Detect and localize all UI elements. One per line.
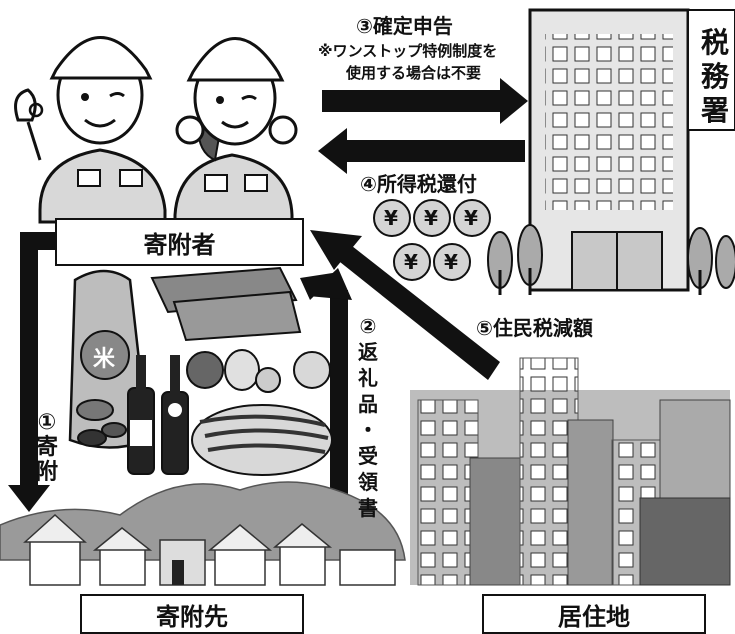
step3-label: ③確定申告 — [356, 14, 453, 38]
recipient-label: 寄附先 — [156, 602, 228, 631]
step3-note-line2: 使用する場合は不要 — [346, 64, 482, 82]
arrow-step3 — [322, 78, 528, 124]
rice-label: 米 — [93, 347, 116, 372]
return-gifts-illustration — [68, 266, 333, 476]
arrow-step2 — [300, 268, 352, 512]
yen-coins — [373, 199, 491, 281]
donor-label: 寄附者 — [143, 230, 216, 259]
residence-box: 居住地 — [482, 594, 706, 634]
yen-coin-label: ¥ — [424, 206, 438, 230]
arrow-step1 — [8, 232, 60, 512]
arrow-step4 — [318, 128, 525, 174]
arrow-step5 — [310, 230, 500, 380]
tax-office-building — [528, 8, 735, 292]
step1-label: ① 寄 附 — [35, 410, 58, 485]
recipient-box: 寄附先 — [80, 594, 304, 634]
yen-coin-label: ¥ — [404, 250, 418, 274]
step4-label: ④所得税還付 — [360, 172, 477, 196]
residence-city-illustration — [410, 357, 731, 586]
yen-coin-label: ¥ — [384, 206, 398, 230]
residence-label: 居住地 — [558, 602, 630, 631]
recipient-town-illustration — [0, 481, 406, 586]
yen-coin-label: ¥ — [464, 206, 478, 230]
tree-icon — [487, 224, 735, 295]
tax-office-label: 税 務 署 — [700, 26, 729, 127]
donor-workers-illustration — [14, 36, 298, 224]
step2-label: ② 返 礼 品 ・ 受 領 書 — [358, 314, 378, 520]
donor-box: 寄附者 — [55, 218, 304, 266]
yen-coin-label: ¥ — [444, 250, 458, 274]
step5-label: ⑤住民税減額 — [476, 316, 593, 340]
step3-note-line1: ※ワンストップ特例制度を — [318, 42, 498, 60]
